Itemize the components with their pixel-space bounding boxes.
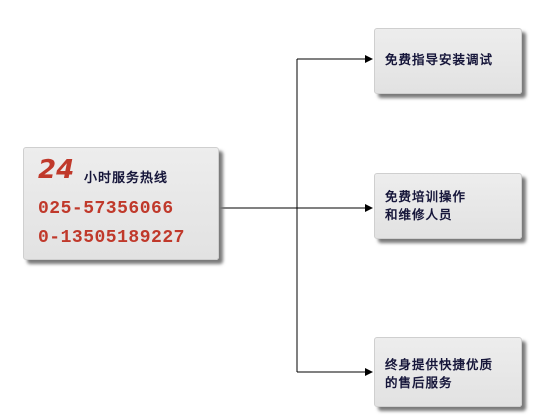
hotline-caption: 小时服务热线 [84,171,169,186]
service-box-training: 免费培训操作 和维修人员 [374,173,522,239]
hotline-phone-landline: 025-57356066 [38,199,174,219]
service-label-line: 免费培训操作 [385,189,467,204]
hotline-phone-mobile: 0-13505189227 [38,228,185,248]
service-label-line: 和维修人员 [385,207,453,222]
service-label-training: 免费培训操作 和维修人员 [385,188,517,224]
service-box-installation: 免费指导安装调试 [374,28,522,94]
service-label-line: 免费指导安装调试 [385,52,494,67]
hotline-hours: 24 [38,155,75,185]
service-box-after-sales: 终身提供快捷优质 的售后服务 [374,337,522,407]
hotline-box: 24 小时服务热线 025-57356066 0-13505189227 [23,147,219,260]
service-label-line: 的售后服务 [385,375,453,390]
service-label-line: 终身提供快捷优质 [385,357,494,372]
service-label-after-sales: 终身提供快捷优质 的售后服务 [385,356,517,392]
service-label-installation: 免费指导安装调试 [385,51,517,69]
